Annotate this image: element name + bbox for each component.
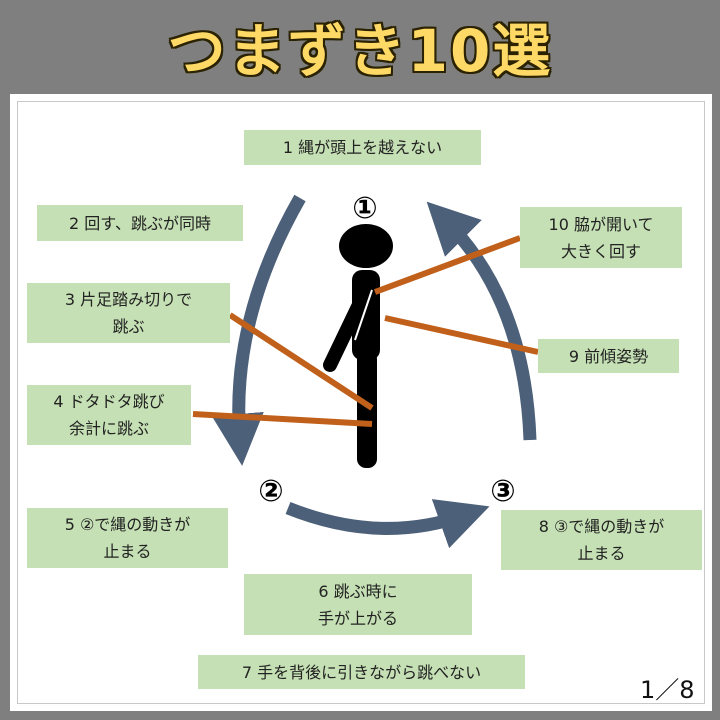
item-box-1: 1 縄が頭上を越えない [244, 130, 481, 165]
page-title: つまずき10選 [167, 17, 553, 85]
marker-1: ① [352, 191, 377, 226]
stick-figure [323, 224, 393, 468]
pointer-line-4 [192, 411, 373, 427]
item-box-6: 6 跳ぶ時に手が上がる [244, 574, 472, 635]
item-box-3: 3 片足踏み切りで跳ぶ [27, 283, 230, 343]
item-box-8: 8 ③で縄の動きが止まる [501, 510, 702, 570]
item-box-5: 5 ②で縄の動きが止まる [27, 508, 228, 568]
rope-arc-right [426, 201, 537, 441]
marker-3: ③ [490, 474, 515, 509]
item-box-9: 9 前傾姿勢 [538, 339, 679, 373]
page-indicator: 1／8 [640, 676, 695, 704]
pointer-line-9 [384, 315, 539, 355]
item-box-10: 10 脇が開いて大きく回す [520, 207, 682, 268]
marker-2: ② [258, 474, 283, 509]
item-box-7: 7 手を背後に引きながら跳べない [198, 655, 525, 689]
item-box-4: 4 ドタドタ跳び余計に跳ぶ [27, 385, 191, 445]
rope-arc-left [211, 194, 306, 466]
item-box-2: 2 回す、跳ぶが同時 [37, 205, 243, 241]
rope-arc-bottom [285, 499, 490, 549]
pointer-line-10 [373, 235, 522, 295]
pointer-line-3 [228, 312, 374, 411]
